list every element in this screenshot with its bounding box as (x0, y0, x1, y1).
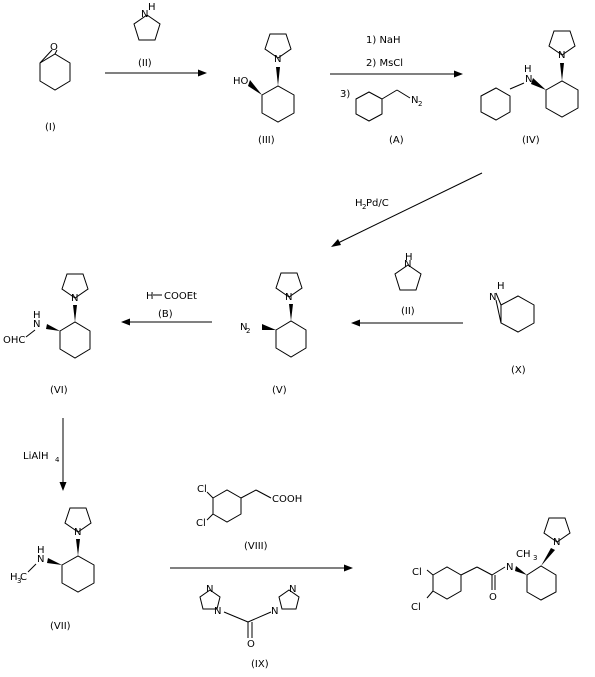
compound-label-II: (II) (138, 58, 152, 69)
compound-label-X: (X) (511, 365, 526, 376)
svg-text:H: H (524, 64, 532, 75)
compound-I-structure: O (39, 42, 71, 91)
svg-text:N: N (206, 584, 213, 595)
svg-text:N: N (141, 9, 148, 20)
svg-text:N: N (33, 319, 40, 330)
benzylamine-A-structure: N 2 (355, 89, 422, 122)
compound-label-VI: (VI) (50, 385, 68, 396)
svg-text:N: N (274, 54, 281, 65)
methyl-group: H (10, 572, 18, 583)
reagent-lialh4: LiAlH (23, 451, 49, 462)
svg-text:O: O (489, 592, 497, 603)
svg-text:N: N (271, 606, 278, 617)
compound-label-II-repeat: (II) (401, 306, 415, 317)
compound-label-IV: (IV) (522, 135, 540, 146)
compound-IV-structure: N N H (480, 30, 579, 121)
svg-text:H: H (497, 281, 505, 292)
svg-text:N: N (289, 584, 296, 595)
svg-text:N: N (489, 292, 496, 303)
svg-text:4: 4 (55, 456, 60, 464)
formyl-group: OHC (3, 335, 25, 346)
compound-label-VIII: (VIII) (244, 541, 268, 552)
svg-text:N: N (37, 554, 44, 565)
compound-label-I: (I) (45, 122, 56, 133)
reagent-pdc: Pd/C (366, 198, 389, 209)
compound-X-structure: N H (489, 281, 535, 333)
pyrrolidine-II-repeat: N H (394, 252, 422, 291)
svg-text:N: N (411, 95, 418, 106)
pyrrolidine-II-structure: N H (133, 2, 161, 41)
reagent-step3: 3) (340, 89, 350, 100)
compound-label-III: (III) (258, 135, 275, 146)
compound-VI-structure: N N H OHC (3, 273, 91, 359)
svg-text:N: N (285, 292, 292, 303)
reagent-nah: 1) NaH (366, 35, 401, 46)
compound-label-VII: (VII) (50, 621, 71, 632)
svg-text:O: O (247, 639, 255, 650)
svg-text:N: N (214, 606, 221, 617)
compound-label-V: (V) (272, 385, 287, 396)
svg-text:COOH: COOH (272, 494, 302, 505)
compound-V-structure: N N 2 (240, 272, 307, 358)
svg-text:N: N (506, 562, 513, 573)
svg-text:N: N (558, 50, 565, 61)
oxygen-atom: O (50, 42, 58, 53)
svg-text:N: N (404, 259, 411, 270)
compound-III-structure: N HO (233, 33, 295, 123)
svg-text:Cl: Cl (411, 602, 421, 613)
compound-label-B: (B) (158, 309, 173, 320)
amine-nh2: N (240, 322, 247, 333)
compound-label-IX: (IX) (251, 659, 269, 670)
svg-text:3: 3 (533, 554, 537, 562)
reagent-formate-h: H (146, 291, 154, 302)
svg-text:N: N (71, 293, 78, 304)
compound-VII-structure: N N H H 3 C (10, 507, 95, 593)
reagent-hydrogen: H (355, 198, 363, 209)
reagent-mscl: 2) MsCl (366, 58, 403, 69)
svg-text:2: 2 (362, 203, 366, 211)
svg-text:2: 2 (246, 327, 250, 335)
compound-VIII-structure: COOH Cl Cl (196, 484, 302, 529)
svg-text:HO: HO (233, 76, 249, 87)
svg-text:H: H (33, 310, 41, 321)
svg-text:Cl: Cl (412, 567, 422, 578)
chlorine-atom: Cl (196, 518, 206, 529)
compound-IX-structure: N N O N N (199, 584, 300, 650)
svg-text:N: N (553, 537, 560, 548)
reaction-arrow-3 (337, 172, 483, 244)
svg-text:N: N (74, 527, 81, 538)
reagent-formate-ester: COOEt (164, 291, 197, 302)
product-structure: Cl Cl O N CH 3 N (411, 517, 571, 613)
svg-text:C: C (20, 572, 27, 583)
svg-text:3: 3 (17, 577, 21, 585)
compound-label-A: (A) (389, 135, 404, 146)
svg-text:H: H (405, 252, 413, 263)
svg-text:N: N (525, 74, 532, 85)
chlorine-atom: Cl (197, 484, 207, 495)
svg-text:H: H (148, 2, 156, 13)
svg-text:H: H (37, 545, 45, 556)
svg-text:2: 2 (418, 100, 422, 108)
svg-text:CH: CH (516, 549, 531, 560)
